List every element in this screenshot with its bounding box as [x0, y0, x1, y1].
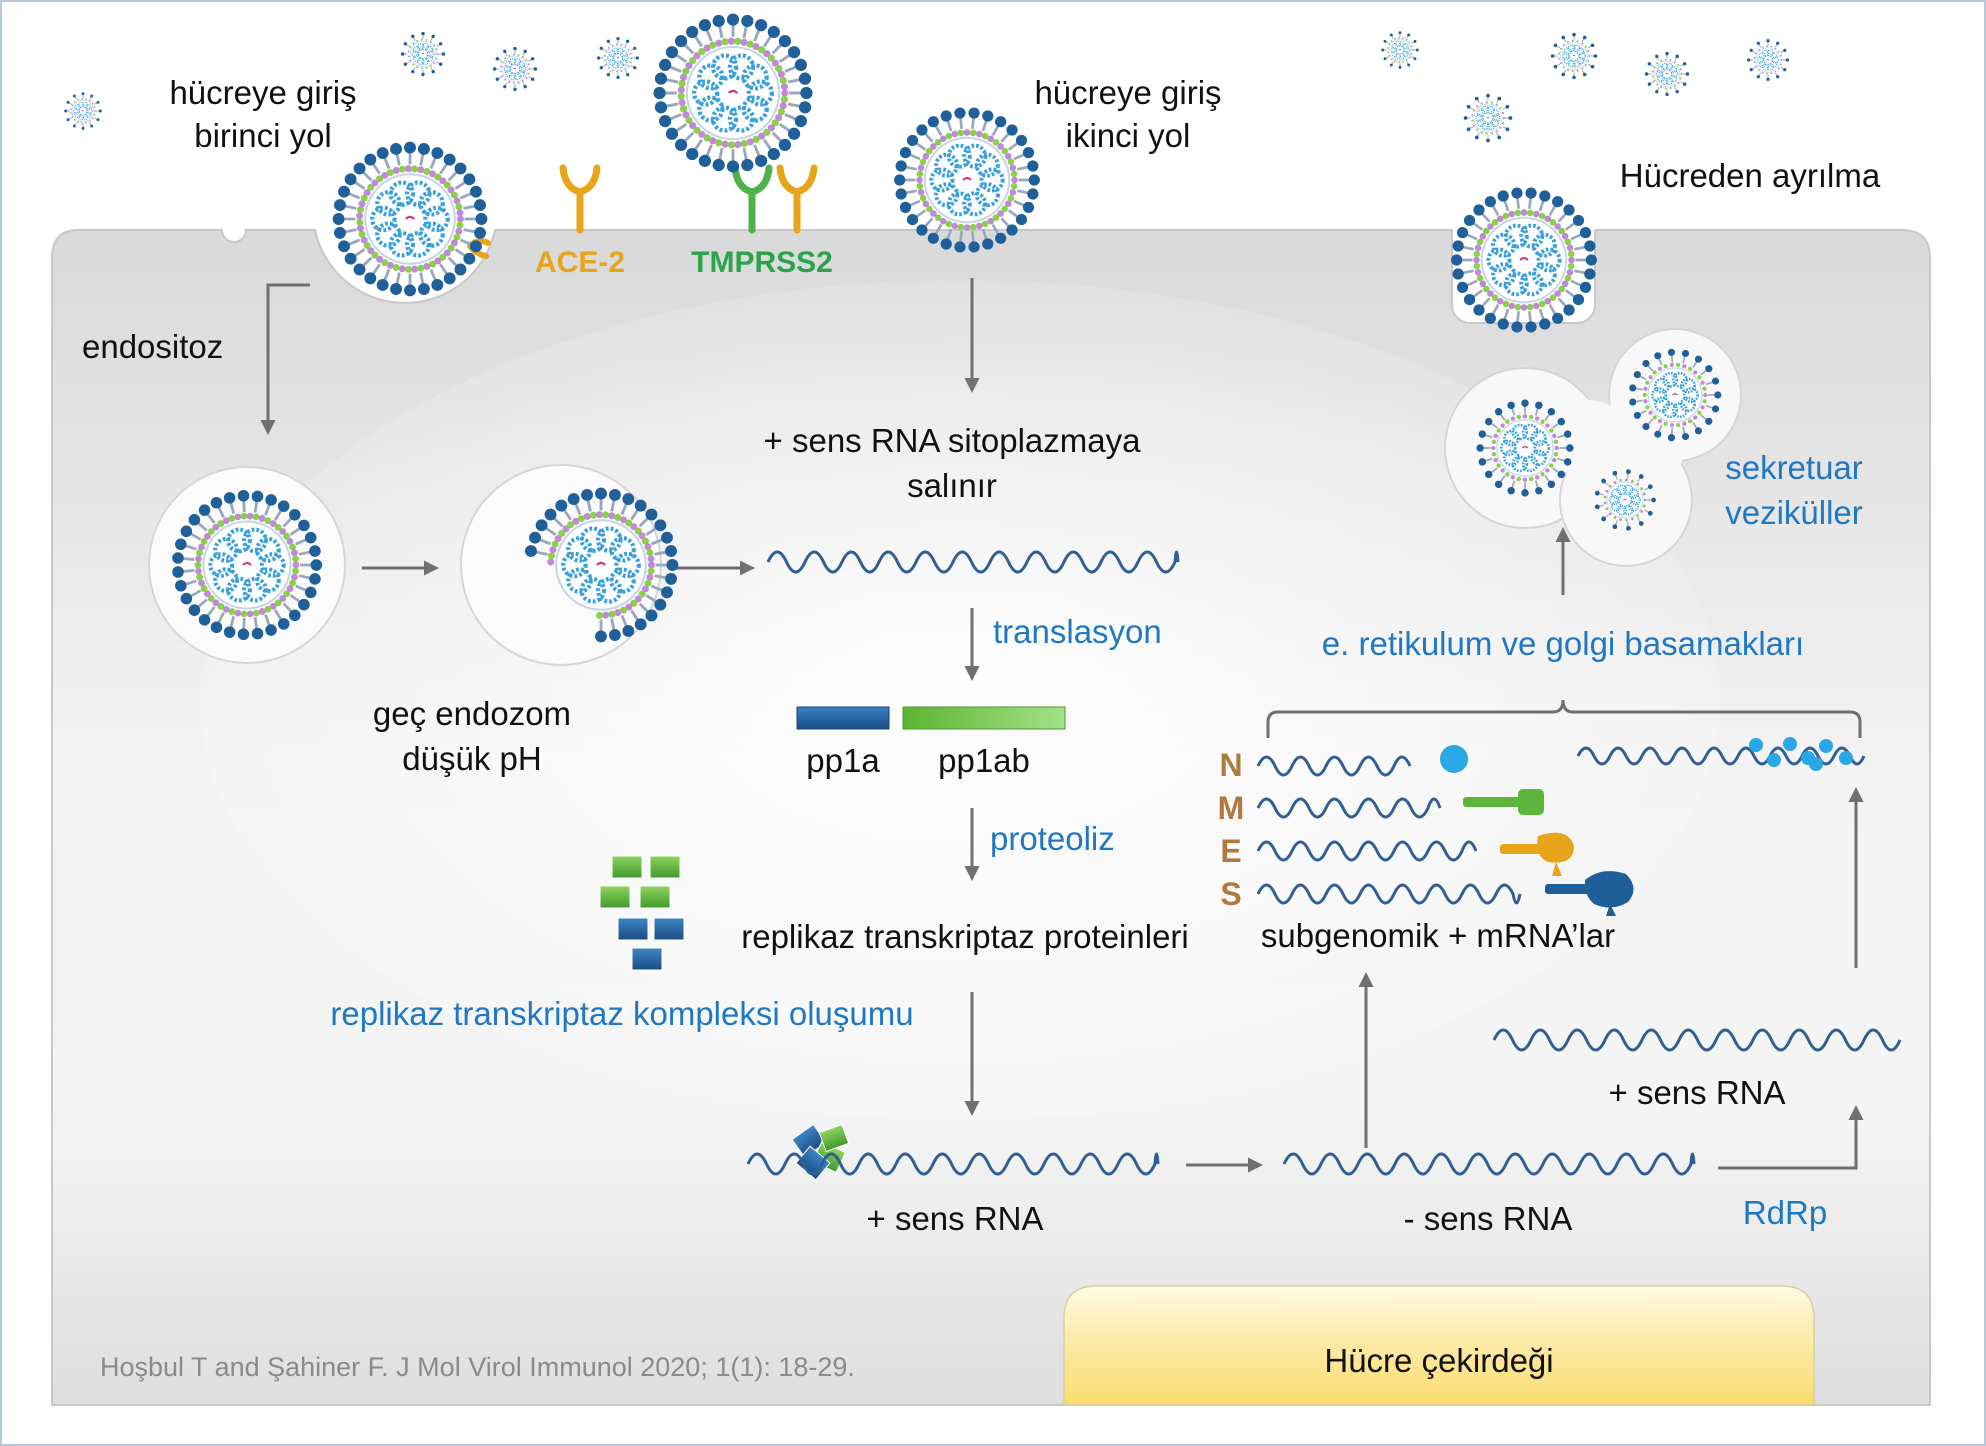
rna-strand-icon: [746, 1152, 1160, 1176]
virion-icon: [332, 141, 488, 297]
virion-layer: [64, 13, 1789, 643]
rna-release-label-2: salınır: [907, 467, 997, 504]
rna-strand-icon: [1576, 746, 1866, 766]
proteolysis-label: proteoliz: [990, 820, 1115, 857]
virion-icon: [1476, 399, 1574, 497]
pp1ab-bar: [902, 706, 1066, 730]
virion-icon: [894, 107, 1040, 253]
tmprss2-label: TMPRSS2: [691, 246, 833, 279]
entry-first-label-1: hücreye giriş: [169, 74, 356, 111]
plus-rna-right-label: + sens RNA: [1609, 1074, 1786, 1111]
pp1a-bar: [796, 706, 890, 730]
exit-label: Hücreden ayrılma: [1620, 157, 1881, 194]
n-protein-bead: [1783, 737, 1797, 751]
vesicles-label-2: veziküller: [1725, 494, 1863, 531]
n-protein-label: N: [1219, 747, 1242, 783]
ace2-label: ACE-2: [535, 246, 625, 279]
n-protein-bead: [1809, 757, 1823, 771]
late-endosome-label-2: düşük pH: [402, 740, 541, 777]
n-protein-bead: [1819, 739, 1833, 753]
e-protein-icon: [1500, 832, 1574, 876]
nucleus-label: Hücre çekirdeği: [1324, 1342, 1553, 1379]
er-golgi-label: e. retikulum ve golgi basamakları: [1322, 625, 1804, 662]
s-protein-label: S: [1220, 876, 1241, 912]
vesicles-label-1: sekretuar: [1725, 449, 1863, 486]
entry-first-label-2: birinci yol: [194, 117, 332, 154]
virion-icon: [492, 46, 538, 92]
process-arrows: [260, 278, 1864, 1173]
er-golgi-bracket: [1266, 699, 1862, 738]
citation: Hoşbul T and Şahiner F. J Mol Virol Immu…: [100, 1352, 855, 1382]
virion-icon: [597, 37, 639, 79]
virion-icon: [172, 489, 323, 641]
rna-strand-icon: [766, 550, 1180, 574]
s-protein-icon: [1545, 871, 1634, 916]
virion-icon: [1644, 51, 1690, 97]
virion-icon: [1747, 39, 1789, 81]
m-protein-icon: [1463, 789, 1544, 815]
tmprss2-receptor-icon: [731, 164, 773, 234]
n-protein-icon: [1440, 745, 1468, 773]
rna-strand-icon: [1256, 797, 1442, 819]
virion-icon: [1594, 469, 1656, 531]
late-endosome-label-1: geç endozom: [373, 695, 571, 732]
complex-formation-label: replikaz transkriptaz kompleksi oluşumu: [330, 995, 913, 1032]
rna-strand-icon: [1256, 840, 1478, 862]
pp1a-label: pp1a: [806, 742, 880, 779]
rna-strand-icon: [1492, 1028, 1902, 1052]
virion-icon: [1463, 93, 1513, 143]
rna-release-label-1: + sens RNA sitoplazmaya: [764, 422, 1142, 459]
n-protein-bead: [1767, 753, 1781, 767]
rna-layer: [746, 550, 1902, 1176]
virion-icon: [400, 31, 446, 77]
entry-second-label-1: hücreye giriş: [1034, 74, 1221, 111]
m-protein-label: M: [1218, 790, 1245, 826]
minus-rna-label: - sens RNA: [1404, 1200, 1573, 1237]
translation-label: translasyon: [993, 613, 1162, 650]
n-protein-bead: [1839, 751, 1853, 765]
virion-icon: [64, 92, 102, 130]
ace2-receptor-icon: [559, 164, 601, 234]
e-protein-label: E: [1220, 833, 1241, 869]
rdrp-label: RdRp: [1743, 1194, 1827, 1231]
nucleus: [1063, 1285, 1815, 1406]
virion-icon: [1451, 187, 1597, 333]
replicase-proteins-label: replikaz transkriptaz proteinleri: [741, 918, 1189, 955]
rna-strand-icon: [1282, 1152, 1696, 1176]
rna-strand-icon: [1256, 755, 1412, 777]
virion-icon: [653, 13, 813, 173]
subgenomic-label: subgenomik + mRNA’lar: [1261, 917, 1615, 954]
endocytosis-label: endositoz: [82, 328, 223, 365]
virion-icon: [1550, 32, 1598, 80]
virion-icon: [1629, 348, 1722, 442]
replicase-block-icon: [599, 855, 685, 971]
n-protein-bead: [1749, 738, 1763, 752]
virion-icon: [1381, 31, 1419, 69]
ace2-receptor-icon: [776, 164, 818, 234]
plus-rna-bottom-label: + sens RNA: [867, 1200, 1044, 1237]
entry-second-label-2: ikinci yol: [1066, 117, 1191, 154]
rna-strand-icon: [1256, 883, 1522, 905]
pp1ab-label: pp1ab: [938, 742, 1030, 779]
virion-icon: [525, 487, 679, 643]
